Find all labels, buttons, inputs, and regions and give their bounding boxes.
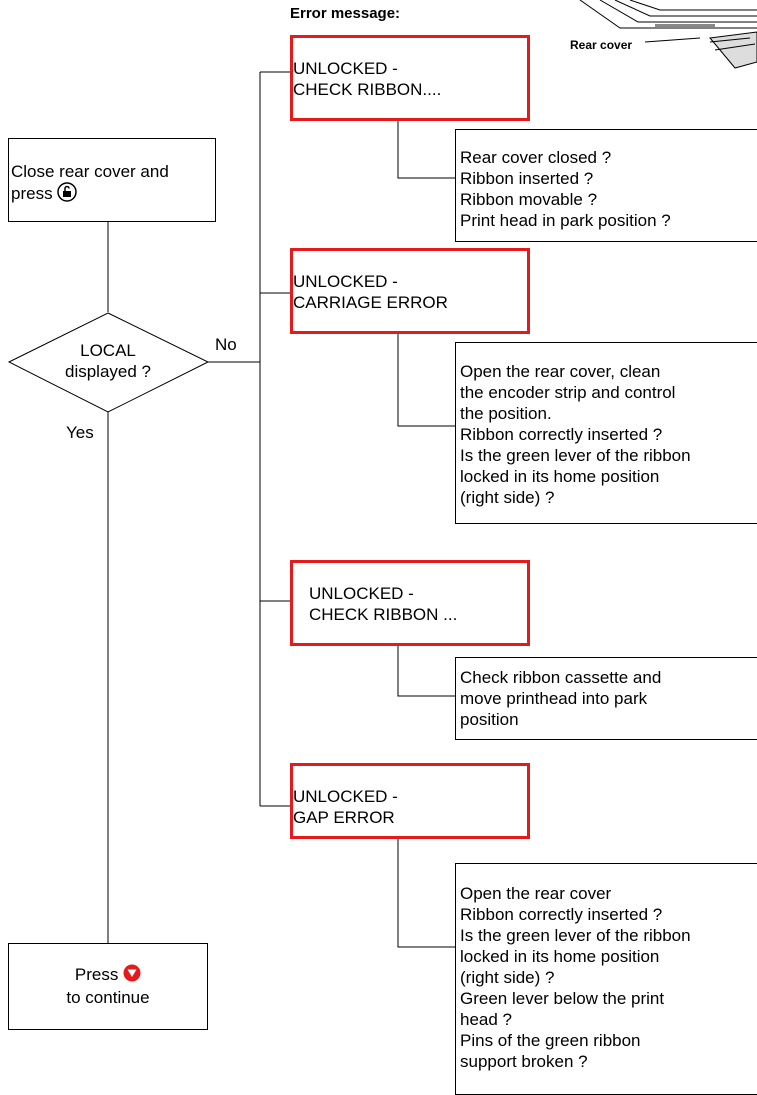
- end-instruction-line2: to continue: [66, 988, 150, 1008]
- start-box: Close rear cover and press: [8, 138, 216, 222]
- check-item: (right side) ?: [460, 968, 555, 987]
- check-box-gap-error: Open the rear cover Ribbon correctly ins…: [455, 863, 757, 1095]
- check-item: Open the rear cover, clean: [460, 362, 661, 381]
- error-line1: UNLOCKED -: [293, 272, 398, 291]
- yes-label: Yes: [66, 423, 94, 442]
- check-item: Ribbon correctly inserted ?: [460, 905, 663, 924]
- unlock-button-icon: [57, 182, 78, 207]
- check-item: position: [460, 710, 519, 729]
- error-line1: UNLOCKED -: [309, 584, 414, 603]
- check-item: Ribbon movable ?: [460, 190, 598, 209]
- decision-text: LOCAL displayed ?: [8, 340, 208, 382]
- error-line1: UNLOCKED -: [293, 787, 398, 806]
- start-instruction-line1: Close rear cover and: [11, 162, 169, 181]
- check-item: Green lever below the print: [460, 989, 665, 1008]
- no-label: No: [215, 335, 237, 354]
- error-line2: CHECK RIBBON....: [293, 80, 442, 99]
- check-box-check-ribbon-2: Check ribbon cassette and move printhead…: [455, 657, 757, 740]
- red-down-arrow-button-icon: [123, 964, 141, 987]
- check-item: Is the green lever of the ribbon: [460, 926, 691, 945]
- printer-illustration: [579, 0, 757, 69]
- error-line2: CARRIAGE ERROR: [293, 293, 448, 312]
- check-item: Rear cover closed ?: [460, 148, 612, 167]
- local-displayed-decision: [8, 312, 210, 413]
- error-box-check-ribbon-2: UNLOCKED - CHECK RIBBON ...: [290, 560, 530, 646]
- error-box-gap-error: UNLOCKED - GAP ERROR: [290, 763, 530, 839]
- error-line2: GAP ERROR: [293, 808, 395, 827]
- check-item: the position.: [460, 404, 552, 423]
- check-item: Ribbon inserted ?: [460, 169, 594, 188]
- check-box-carriage-error: Open the rear cover, clean the encoder s…: [455, 342, 757, 524]
- rear-cover-label: Rear cover: [570, 38, 633, 52]
- check-item: Pins of the green ribbon: [460, 1031, 641, 1050]
- decision-line2: displayed ?: [64, 362, 151, 381]
- check-item: Ribbon correctly inserted ?: [460, 425, 663, 444]
- end-box: Press to continue: [8, 943, 208, 1030]
- error-box-carriage-error: UNLOCKED - CARRIAGE ERROR: [290, 248, 530, 334]
- end-instruction-line1: Press: [74, 965, 119, 984]
- start-instruction-line2: press: [11, 183, 53, 203]
- check-item: (right side) ?: [460, 488, 555, 507]
- check-item: locked in its home position: [460, 947, 660, 966]
- check-item: Is the green lever of the ribbon: [460, 446, 691, 465]
- diagram-heading: Error message:: [290, 5, 401, 22]
- check-item: head ?: [460, 1010, 512, 1029]
- check-item: locked in its home position: [460, 467, 660, 486]
- check-item: the encoder strip and control: [460, 383, 676, 402]
- check-item: Open the rear cover: [460, 884, 612, 903]
- check-box-check-ribbon: Rear cover closed ? Ribbon inserted ? Ri…: [455, 129, 757, 242]
- error-line2: CHECK RIBBON ...: [309, 605, 458, 624]
- check-item: Check ribbon cassette and: [460, 668, 662, 687]
- decision-line1: LOCAL: [80, 341, 136, 360]
- error-box-check-ribbon: UNLOCKED - CHECK RIBBON....: [290, 35, 530, 121]
- check-item: support broken ?: [460, 1052, 588, 1071]
- error-line1: UNLOCKED -: [293, 59, 398, 78]
- check-item: Print head in park position ?: [460, 211, 671, 230]
- check-item: move printhead into park: [460, 689, 648, 708]
